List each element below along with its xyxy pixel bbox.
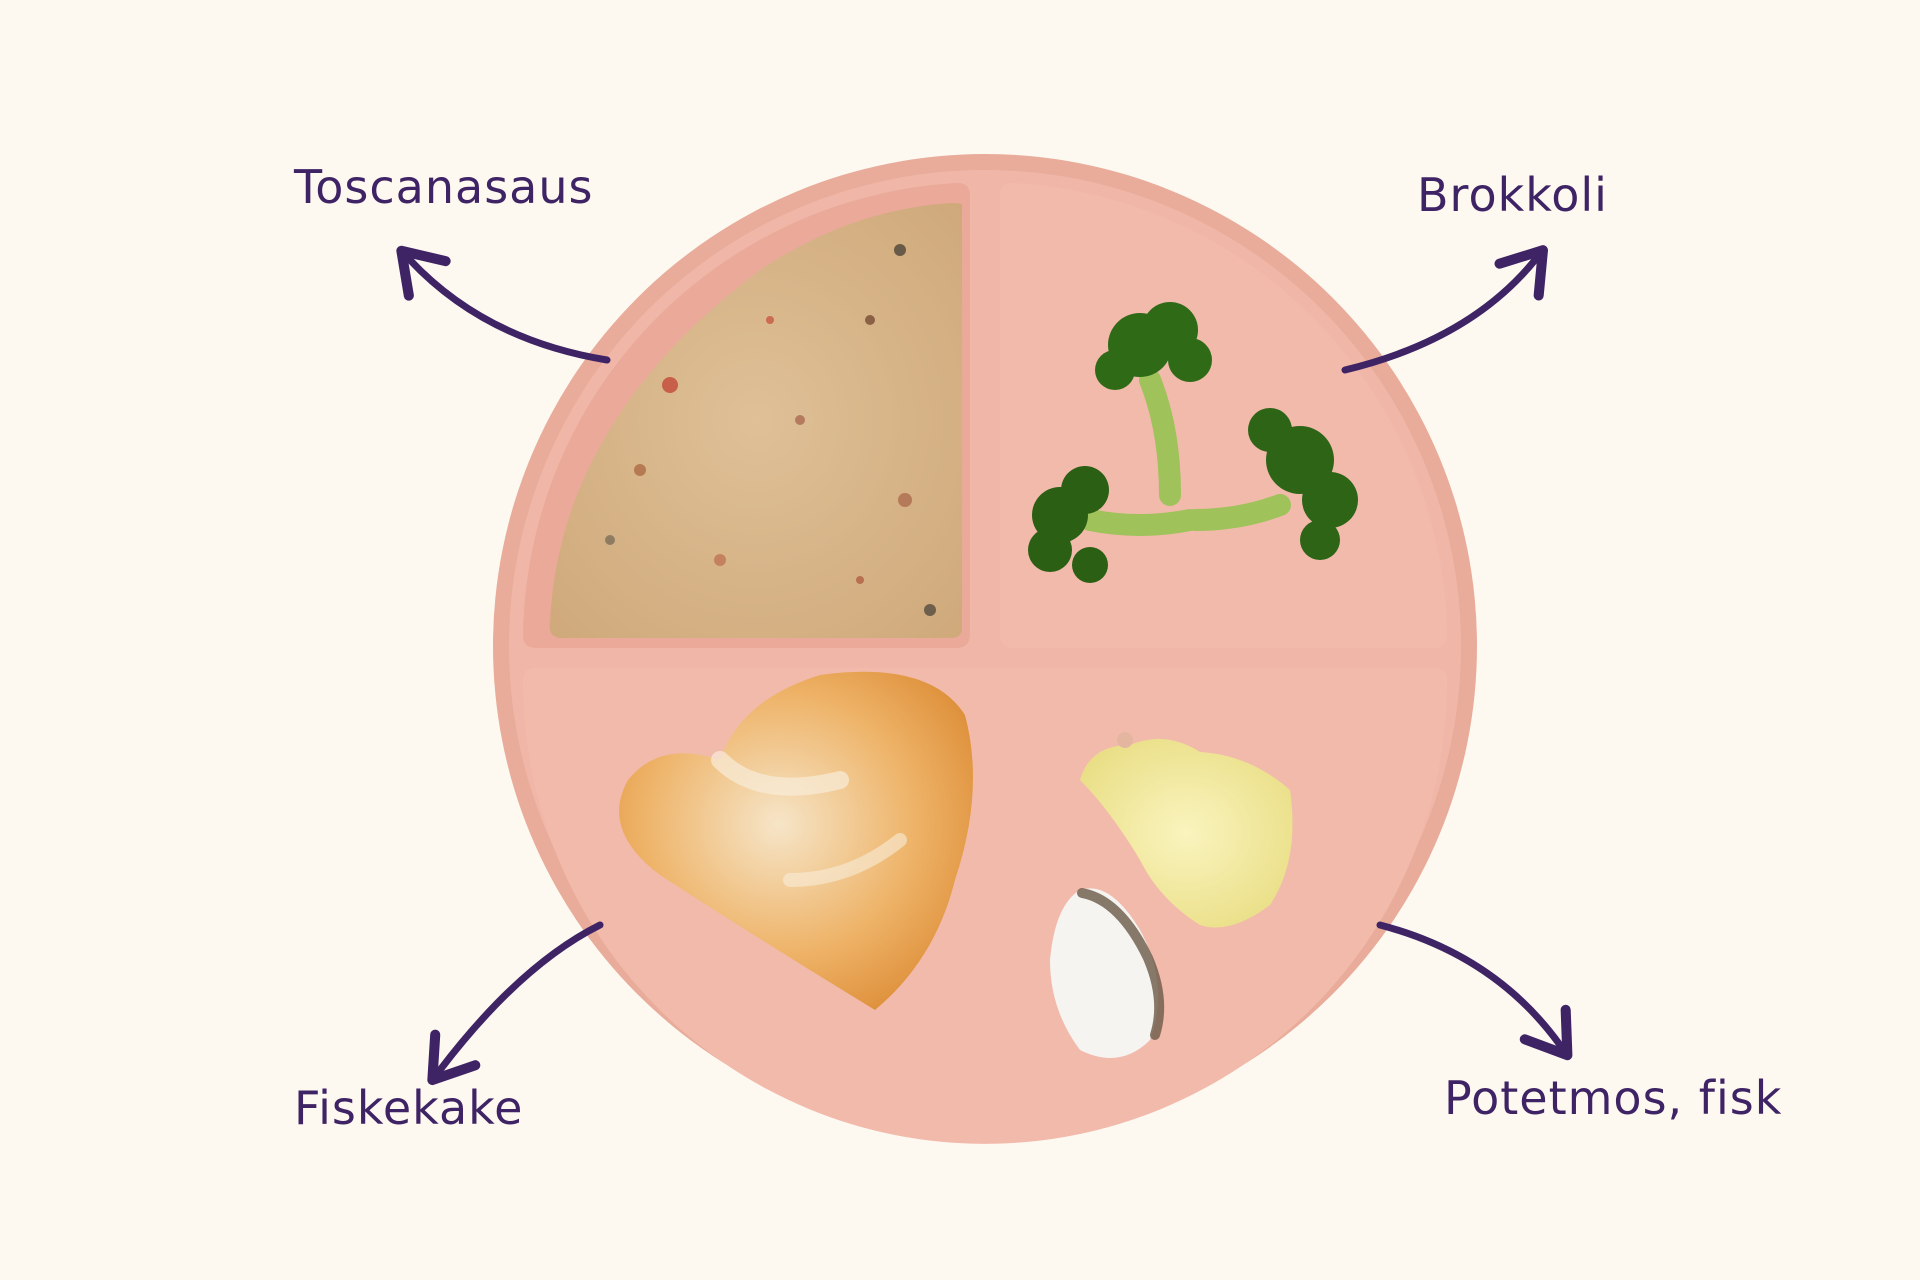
curved-arrow-down-left-icon	[427, 921, 604, 1086]
fish-piece	[1050, 888, 1165, 1058]
label-toscanasaus: Toscanasaus	[294, 160, 594, 214]
label-potetmos-fisk: Potetmos, fisk	[1444, 1071, 1783, 1125]
fishcake	[619, 671, 973, 1010]
broccoli	[1028, 302, 1358, 583]
label-brokkoli: Brokkoli	[1417, 168, 1608, 222]
curved-arrow-up-right-icon	[1341, 245, 1548, 374]
curved-arrow-down-right-icon	[1376, 921, 1573, 1061]
mashed-potato	[1080, 732, 1293, 928]
label-fiskekake: Fiskekake	[294, 1081, 524, 1135]
plate	[493, 154, 1477, 1144]
toscana-sauce	[549, 203, 962, 638]
compartment-top-right	[1000, 182, 1448, 648]
curved-arrow-up-left-icon	[396, 245, 611, 364]
compartment-bottom	[522, 668, 1448, 1144]
